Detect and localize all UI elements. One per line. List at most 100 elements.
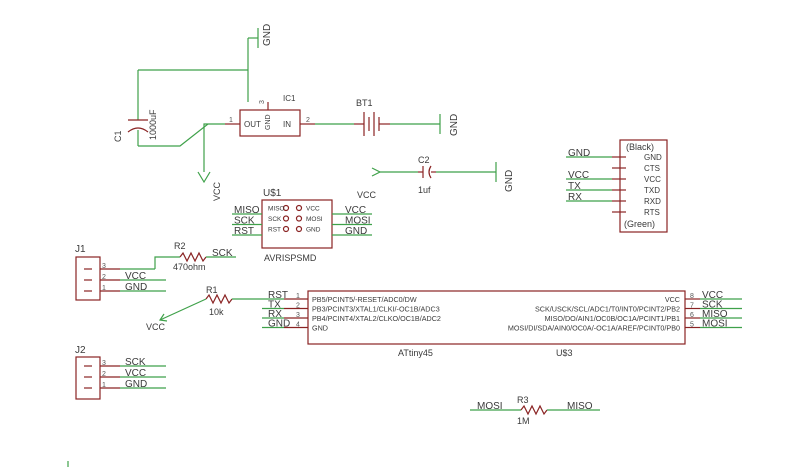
c2-gnd-label: GND: [504, 170, 515, 192]
ic1-pin1: 1: [229, 117, 233, 124]
isp-net-rst: RST: [234, 226, 254, 237]
isp-net-gnd: GND: [345, 226, 367, 237]
regulator-ic1: IC1 OUT GND IN 1 2 3: [225, 94, 315, 137]
mcu-net-tx: TX: [268, 300, 281, 311]
bt1-name: BT1: [356, 98, 373, 108]
resistor-r1: VCC R1 10k: [146, 285, 284, 332]
ftdi-header-top: (Black): [626, 142, 654, 152]
capacitor-c2: C2 1uf GND: [371, 155, 515, 195]
mcu-pin-label-right: VCC: [665, 295, 680, 304]
c1-value: 1000uF: [148, 109, 158, 140]
power-section: GND C1 1000uF VCC IC1 OUT GND IN 1 2 3: [113, 24, 460, 201]
isp-pad: [282, 225, 290, 233]
mcu-net-rst: RST: [268, 290, 288, 301]
header-net-vcc: VCC: [125, 271, 146, 282]
ftdi-pin-label: RXD: [644, 197, 661, 206]
header-pin-number: 2: [102, 274, 106, 281]
j2-name: J2: [75, 345, 86, 356]
r1-name: R1: [206, 285, 218, 295]
header-net-vcc: VCC: [125, 368, 146, 379]
isp-net-mosi: MOSI: [345, 216, 371, 227]
vcc-label-regulator: VCC: [212, 181, 222, 201]
r2-name: R2: [174, 241, 186, 251]
isp-pin-label-right: VCC: [306, 206, 320, 213]
header-pin-number: 3: [102, 360, 106, 367]
battery-bt1: BT1: [354, 98, 390, 136]
header-pin-number: 2: [102, 371, 106, 378]
isp-net-vcc: VCC: [345, 205, 366, 216]
ic1-pin-gnd: GND: [265, 114, 272, 130]
mcu-pin-label-left: GND: [312, 324, 328, 333]
ftdi-rx-net: RX: [568, 192, 582, 203]
mcu-net-rx: RX: [268, 309, 282, 320]
mcu-net-sck: SCK: [702, 300, 723, 311]
mcu-pin-label-left: PB5/PCINT5/-RESET/ADC0/DW: [312, 295, 417, 304]
ic1-pin-out: OUT: [244, 120, 261, 129]
mcu-pin-label-right: MISO/DO/AIN1/OC0B/OC1A/PCINT1/PB1: [545, 314, 680, 323]
isp-header-u1: U$1 AVRISPSMD MISO VCC MISO VCC SCK MOSI SCK MO…: [232, 188, 377, 263]
c2-value: 1uf: [418, 185, 431, 195]
mcu-pin-num-left: 2: [296, 303, 300, 310]
isp-pad: [295, 204, 303, 212]
r1-value: 10k: [209, 307, 224, 317]
capacitor-c1: C1 1000uF: [113, 109, 158, 146]
r2-sck-net: SCK: [212, 248, 233, 259]
isp-pin-label-right: MOSI: [306, 216, 323, 223]
isp-net-miso: MISO: [234, 205, 260, 216]
c1-name: C1: [113, 130, 123, 142]
mcu-pin-num-left: 3: [296, 312, 300, 319]
r3-miso-net: MISO: [567, 401, 593, 412]
mcu-pin-label-right: MOSI/DI/SDA/AIN0/OC0A/-OC1A/AREF/PCINT0/…: [508, 324, 680, 333]
resistor-r3: MOSI MISO R3 1M: [470, 395, 600, 426]
header-pin-number: 1: [102, 285, 106, 292]
isp-net-sck: SCK: [234, 216, 255, 227]
mcu-pin-num-right: 6: [690, 312, 694, 319]
isp-pad: [295, 215, 303, 222]
header-pin-number: 1: [102, 382, 106, 389]
ftdi-pin-label: TXD: [644, 186, 660, 195]
j1-name: J1: [75, 244, 86, 255]
isp-vcc-top: VCC: [357, 190, 377, 200]
ic1-pin-in: IN: [283, 120, 291, 129]
ftdi-gnd-net: GND: [568, 148, 590, 159]
mcu-value: ATtiny45: [398, 348, 433, 358]
mcu-net-mosi: MOSI: [702, 319, 728, 330]
isp-pad: [295, 225, 303, 233]
ftdi-tx-net: TX: [568, 181, 581, 192]
mcu-pin-num-right: 7: [690, 303, 694, 310]
header-net-gnd: GND: [125, 282, 147, 293]
mcu-pin-num-right: 8: [690, 293, 694, 300]
ftdi-pin-label: GND: [644, 153, 662, 162]
isp-pin-label-left: RST: [268, 227, 281, 234]
r1-vcc-label: VCC: [146, 322, 166, 332]
isp-pin-label-left: SCK: [268, 216, 282, 223]
r2-value: 470ohm: [173, 262, 206, 272]
header-net-sck: SCK: [125, 357, 146, 368]
header-net-gnd: GND: [125, 379, 147, 390]
isp-pin-label-left: MISO: [268, 206, 285, 213]
mcu-name: U$3: [556, 348, 573, 358]
ic1-pin2: 2: [306, 117, 310, 124]
ic1-name: IC1: [283, 94, 296, 103]
mcu-pin-label-left: PB4/PCINT4/XTAL2/CLKO/OC1B/ADC2: [312, 314, 441, 323]
r3-value: 1M: [517, 416, 530, 426]
ftdi-vcc-net: VCC: [568, 170, 589, 181]
r3-mosi-net: MOSI: [477, 401, 503, 412]
connector-j2: J2 3 SCK 2 VCC 1 GND: [75, 345, 166, 400]
isp-value: AVRISPSMD: [264, 253, 317, 263]
mcu-net-gnd: GND: [268, 319, 290, 330]
mcu-pin-num-right: 5: [690, 322, 694, 329]
mcu-net-miso: MISO: [702, 309, 728, 320]
mcu-pin-label-right: SCK/USCK/SCL/ADC1/T0/INT0/PCINT2/PB2: [535, 305, 680, 314]
isp-pad: [282, 204, 290, 212]
isp-name: U$1: [263, 188, 282, 199]
bt1-gnd-label: GND: [449, 114, 460, 136]
mcu-pin-num-left: 4: [296, 322, 300, 329]
r3-name: R3: [517, 395, 529, 405]
mcu-pin-num-left: 1: [296, 293, 300, 300]
top-gnd-label: GND: [262, 24, 273, 46]
